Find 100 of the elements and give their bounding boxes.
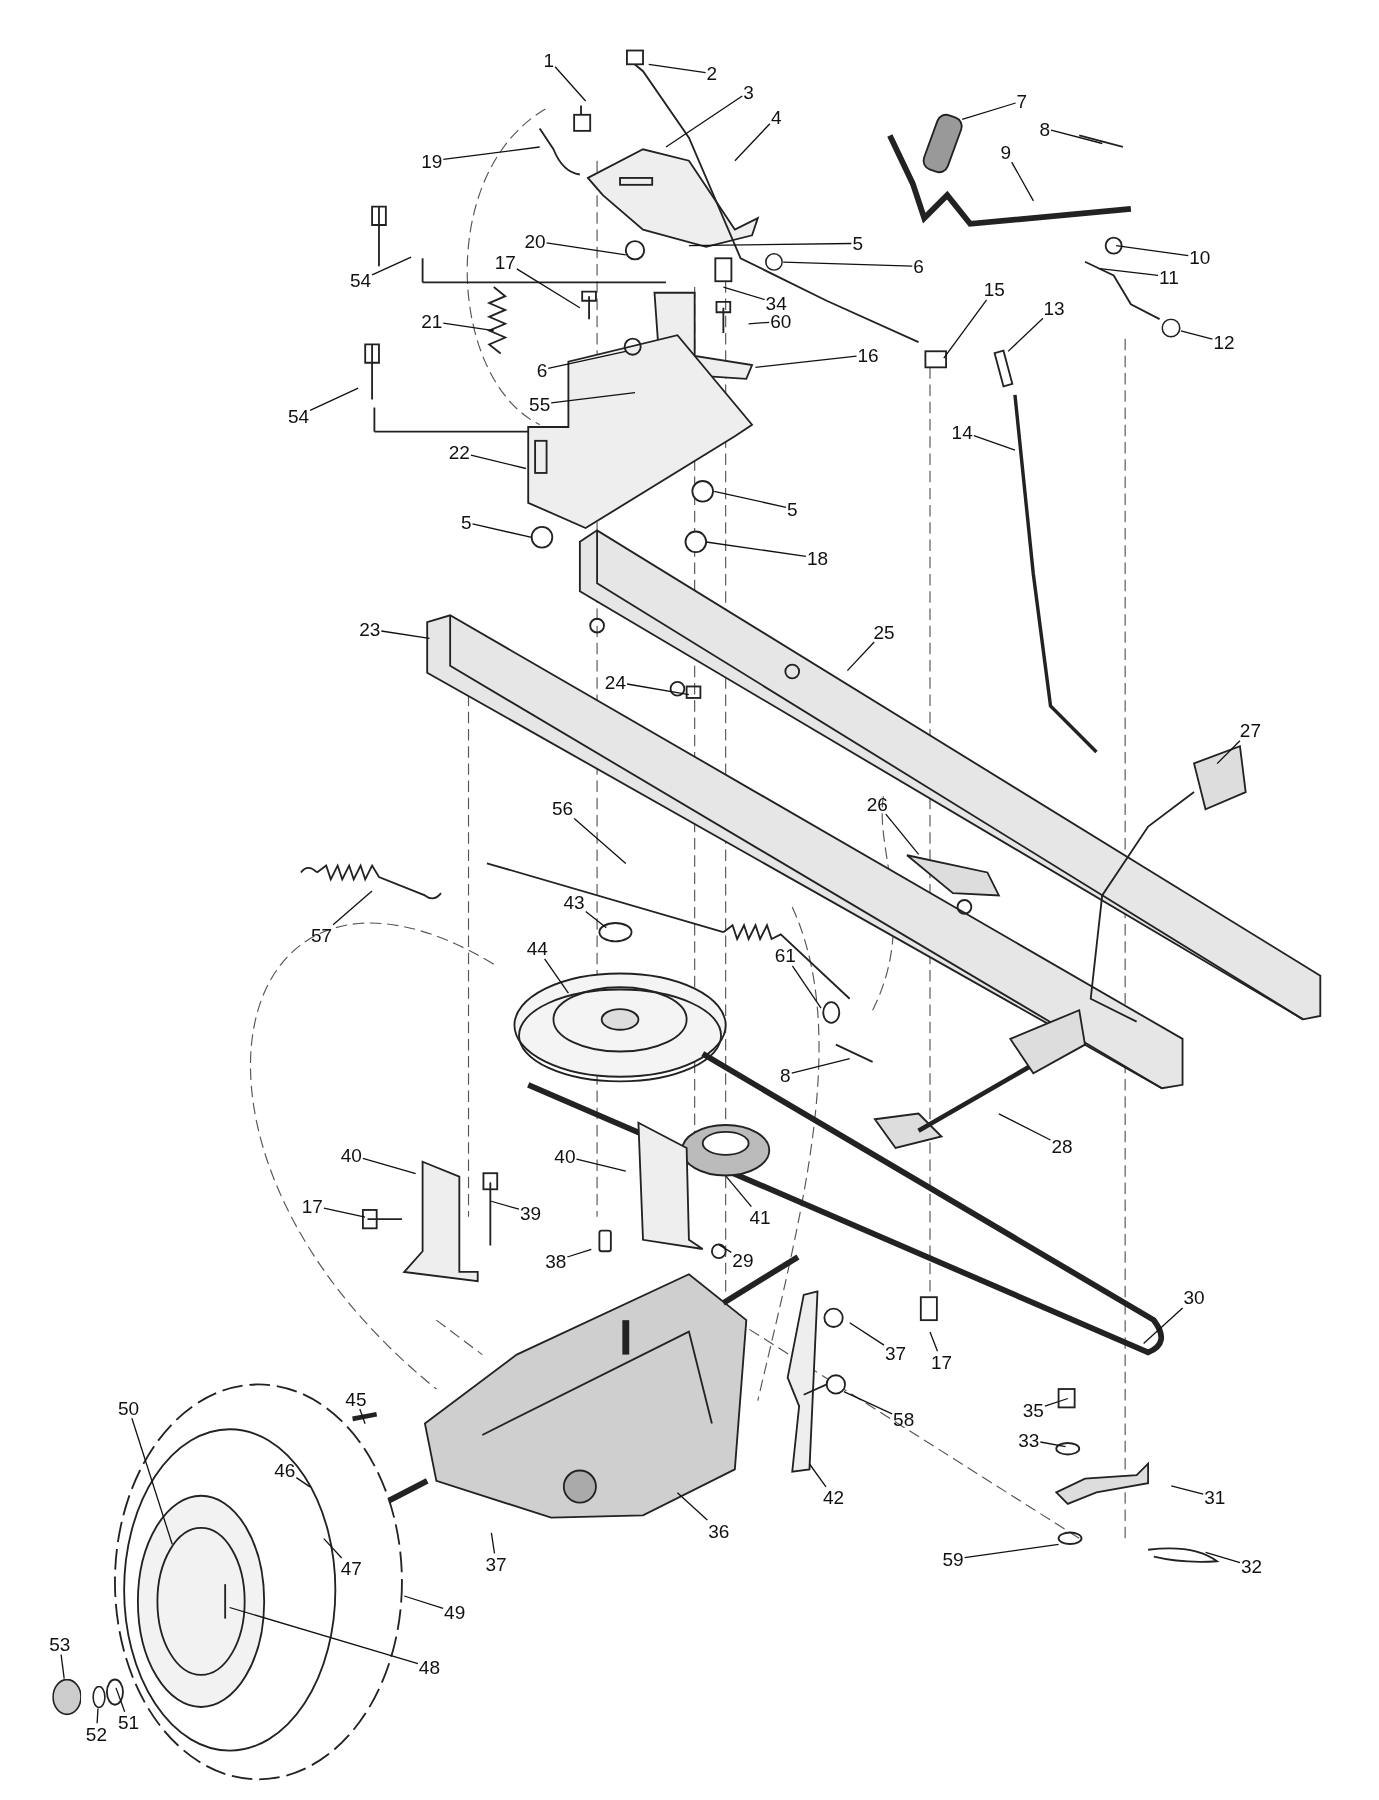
leader-line (380, 630, 431, 640)
callout-number: 45 (344, 1388, 368, 1409)
callout-number: 20 (523, 230, 547, 252)
callout-number: 43 (562, 892, 586, 913)
callout-number: 4 (769, 106, 783, 128)
callout-number: 36 (707, 1520, 731, 1542)
callout-number: 6 (535, 359, 549, 381)
callout-number: 34 (764, 292, 788, 314)
callout-number: 32 (1240, 1555, 1264, 1577)
callout-number: 29 (731, 1249, 755, 1271)
leader-line (846, 641, 875, 672)
leader-line (626, 683, 690, 696)
callout-number: 48 (417, 1656, 441, 1678)
leader-line (961, 102, 1017, 121)
leader-line (573, 817, 627, 865)
leader-line (309, 387, 359, 411)
callout-number: 47 (339, 1557, 363, 1579)
leader-line (323, 1537, 343, 1559)
leader-line (442, 146, 541, 160)
callout-number: 60 (769, 311, 793, 332)
callout-number: 16 (856, 344, 880, 366)
callout-number: 59 (941, 1548, 965, 1570)
callout-number: 41 (748, 1206, 772, 1228)
leader-line (1170, 1485, 1204, 1495)
callout-number: 27 (1238, 719, 1262, 741)
leader-line (332, 890, 373, 926)
callout-number: 1 (542, 49, 556, 71)
leader-line (585, 910, 607, 929)
leader-line (713, 490, 787, 508)
leader-line (665, 95, 743, 148)
callout-number: 38 (544, 1250, 568, 1272)
callout-number: 28 (1050, 1135, 1074, 1157)
callout-number: 5 (851, 232, 864, 254)
leader-line (718, 1244, 732, 1254)
leader-line (849, 1322, 885, 1346)
callout-number: 13 (1042, 297, 1066, 319)
callout-number: 56 (551, 797, 575, 819)
leader-line (1099, 268, 1159, 277)
callout-number: 8 (1038, 118, 1052, 140)
callout-number: 52 (84, 1723, 108, 1745)
callout-number: 40 (553, 1145, 577, 1167)
callout-number: 26 (865, 793, 889, 815)
leader-line (1115, 245, 1189, 257)
callout-number: 55 (528, 393, 552, 415)
callout-number: 2 (705, 63, 719, 84)
callout-number: 51 (117, 1711, 141, 1733)
leader-line (96, 1707, 99, 1724)
leader-line (943, 299, 988, 359)
leader-line (543, 958, 570, 994)
leader-line (808, 1463, 827, 1488)
callout-number: 23 (358, 618, 382, 640)
callout-number: 49 (443, 1601, 467, 1623)
leader-line (131, 1417, 173, 1545)
leader-line (359, 1408, 366, 1425)
callout-number: 39 (518, 1202, 543, 1223)
leader-line (648, 63, 707, 74)
washer-drawing (764, 252, 784, 271)
callout-number: 7 (1015, 90, 1029, 112)
leader-line (545, 242, 627, 256)
leader-line (471, 523, 533, 539)
callout-number: 18 (805, 547, 830, 569)
callout-number: 44 (525, 937, 549, 959)
leader-line (362, 1157, 417, 1175)
leader-line (963, 1543, 1060, 1559)
callout-number: 22 (447, 441, 471, 463)
callout-number: 15 (982, 278, 1006, 300)
callout-number: 9 (999, 141, 1013, 163)
leader-line (1039, 1441, 1067, 1448)
washer-drawing (51, 1678, 82, 1716)
leader-line (885, 813, 920, 855)
leader-line (843, 1390, 893, 1415)
callout-number: 35 (1021, 1399, 1045, 1421)
leader-line (1007, 317, 1044, 353)
leader-line (550, 392, 636, 404)
callout-number: 17 (929, 1351, 954, 1373)
leader-line (554, 66, 587, 102)
callout-number: 40 (339, 1144, 363, 1166)
leader-line (403, 1595, 444, 1610)
callout-number: 14 (950, 421, 974, 443)
callout-number: 30 (1182, 1286, 1206, 1308)
leader-line (1216, 740, 1241, 765)
callout-number: 54 (286, 405, 311, 427)
washer-drawing (1161, 318, 1181, 339)
callout-number: 11 (1158, 266, 1180, 288)
leader-line (470, 454, 527, 470)
callout-number: 46 (273, 1459, 297, 1481)
leader-line (490, 1532, 496, 1555)
washer-drawing (91, 1685, 106, 1709)
leader-line (791, 965, 822, 1009)
callout-number: 24 (603, 671, 627, 693)
leader-line (566, 1248, 592, 1258)
leader-line (747, 321, 770, 325)
callout-number: 61 (773, 944, 797, 966)
callout-number: 50 (117, 1397, 141, 1419)
leader-line (1011, 161, 1035, 202)
callout-number: 19 (420, 150, 444, 172)
callout-number: 33 (1017, 1429, 1041, 1451)
callout-number: 6 (912, 255, 925, 277)
leader-line (676, 1492, 708, 1521)
leader-line (705, 541, 807, 557)
